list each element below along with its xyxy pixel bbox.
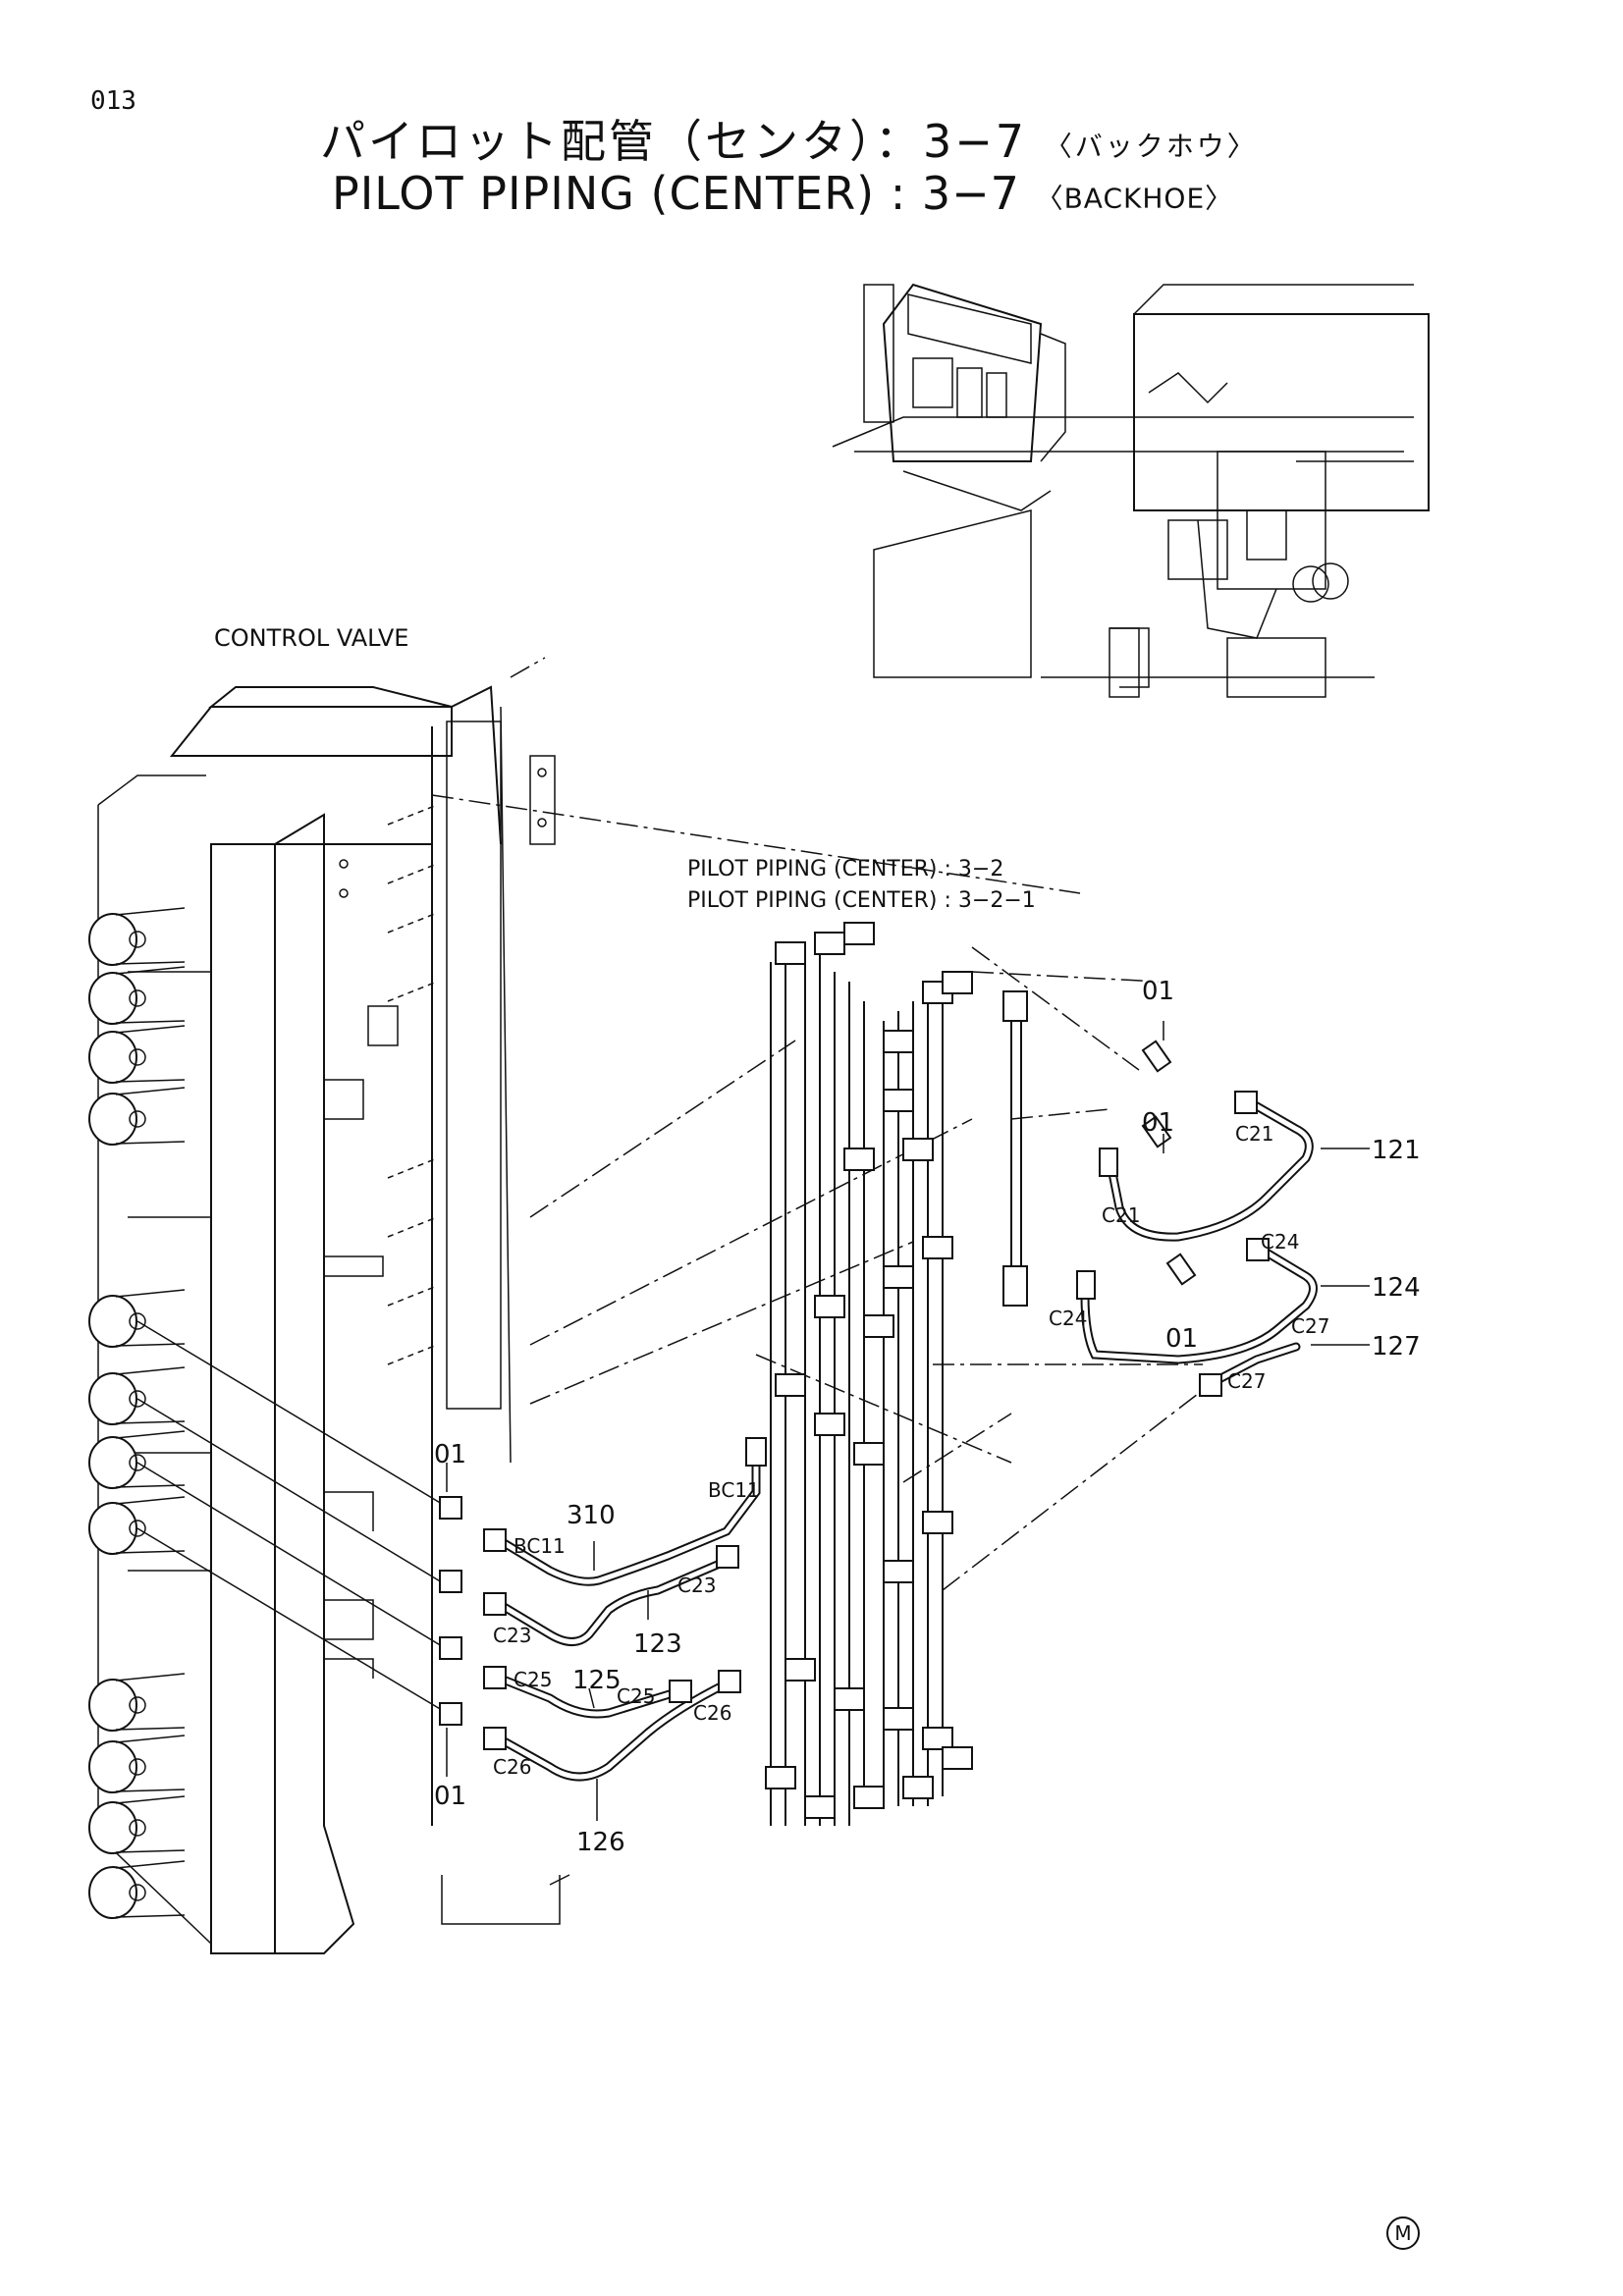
pilot-cap	[88, 1366, 186, 1425]
part-125-label: 125	[572, 1666, 622, 1695]
control-valve-label: CONTROL VALVE	[214, 624, 408, 652]
fitting-c21-label: C21	[1102, 1203, 1140, 1227]
manufacturer-mark: M	[1386, 2216, 1420, 2250]
part-123-label: 123	[633, 1629, 682, 1659]
part-126-label: 126	[576, 1828, 625, 1857]
fitting-c27-label: C27	[1291, 1314, 1329, 1338]
fitting-c25-label: C25	[617, 1684, 655, 1708]
title-english-main: PILOT PIPING (CENTER) : 3−7	[332, 167, 1020, 220]
fitting-c25-label: C25	[514, 1668, 552, 1691]
title-japanese-sub: 〈バックホウ〉	[1044, 130, 1258, 163]
pilot-cap	[88, 1496, 186, 1555]
part-01-label: 01	[1142, 1108, 1174, 1138]
part-01-label: 01	[1142, 977, 1174, 1006]
pilot-cap	[88, 1025, 186, 1084]
pipe-group-right	[1076, 1021, 1370, 1397]
control-valve-body	[97, 657, 1203, 1954]
fitting-c27-label: C27	[1227, 1369, 1266, 1393]
fitting-c26-label: C26	[493, 1755, 531, 1779]
pilot-cap	[88, 907, 186, 966]
part-124-label: 124	[1372, 1273, 1421, 1303]
title-english: PILOT PIPING (CENTER) : 3−7 〈BACKHOE〉	[332, 167, 1233, 220]
cap-leader-lines	[136, 1320, 448, 1714]
fitting-c24-label: C24	[1049, 1307, 1087, 1330]
pilot-cap	[88, 966, 186, 1025]
pilot-cap	[88, 1735, 186, 1793]
pilot-cap	[88, 1430, 186, 1489]
reference-note-3-2: PILOT PIPING (CENTER) : 3−2	[687, 857, 1003, 881]
pipe-group-left	[439, 1437, 767, 1821]
machine-location-inset	[832, 283, 1430, 698]
pilot-cap	[88, 1673, 186, 1732]
title-japanese: パイロット配管（センタ）：3−7 〈バックホウ〉	[320, 106, 1258, 171]
pilot-cap	[88, 1087, 186, 1146]
pilot-cap	[88, 1795, 186, 1854]
pilot-caps	[88, 907, 186, 1919]
diagram-labels: CONTROL VALVE PILOT PIPING (CENTER) : 3−…	[214, 624, 1421, 1857]
pilot-cap	[88, 1289, 186, 1348]
fitting-c23-label: C23	[493, 1624, 531, 1647]
fitting-c21-label: C21	[1235, 1122, 1273, 1146]
part-01-label: 01	[434, 1440, 466, 1469]
fitting-c26-label: C26	[693, 1701, 731, 1725]
title-japanese-main: パイロット配管（センタ）：3−7	[320, 115, 1028, 168]
part-127-label: 127	[1372, 1332, 1421, 1362]
fitting-bc11-label: BC11	[514, 1534, 566, 1558]
page-number: 013	[90, 86, 136, 116]
part-01-label: 01	[1165, 1324, 1198, 1354]
fitting-c24-label: C24	[1261, 1230, 1299, 1254]
part-310-label: 310	[567, 1501, 616, 1530]
reference-note-3-2-1: PILOT PIPING (CENTER) : 3−2−1	[687, 888, 1036, 913]
fitting-bc11-label: BC11	[708, 1478, 760, 1502]
pilot-piping-bundle	[765, 922, 1028, 1826]
title-english-sub: 〈BACKHOE〉	[1035, 182, 1234, 215]
part-01-label: 01	[434, 1782, 466, 1811]
fitting-c23-label: C23	[677, 1574, 716, 1597]
part-121-label: 121	[1372, 1136, 1421, 1165]
pilot-cap	[88, 1860, 186, 1919]
